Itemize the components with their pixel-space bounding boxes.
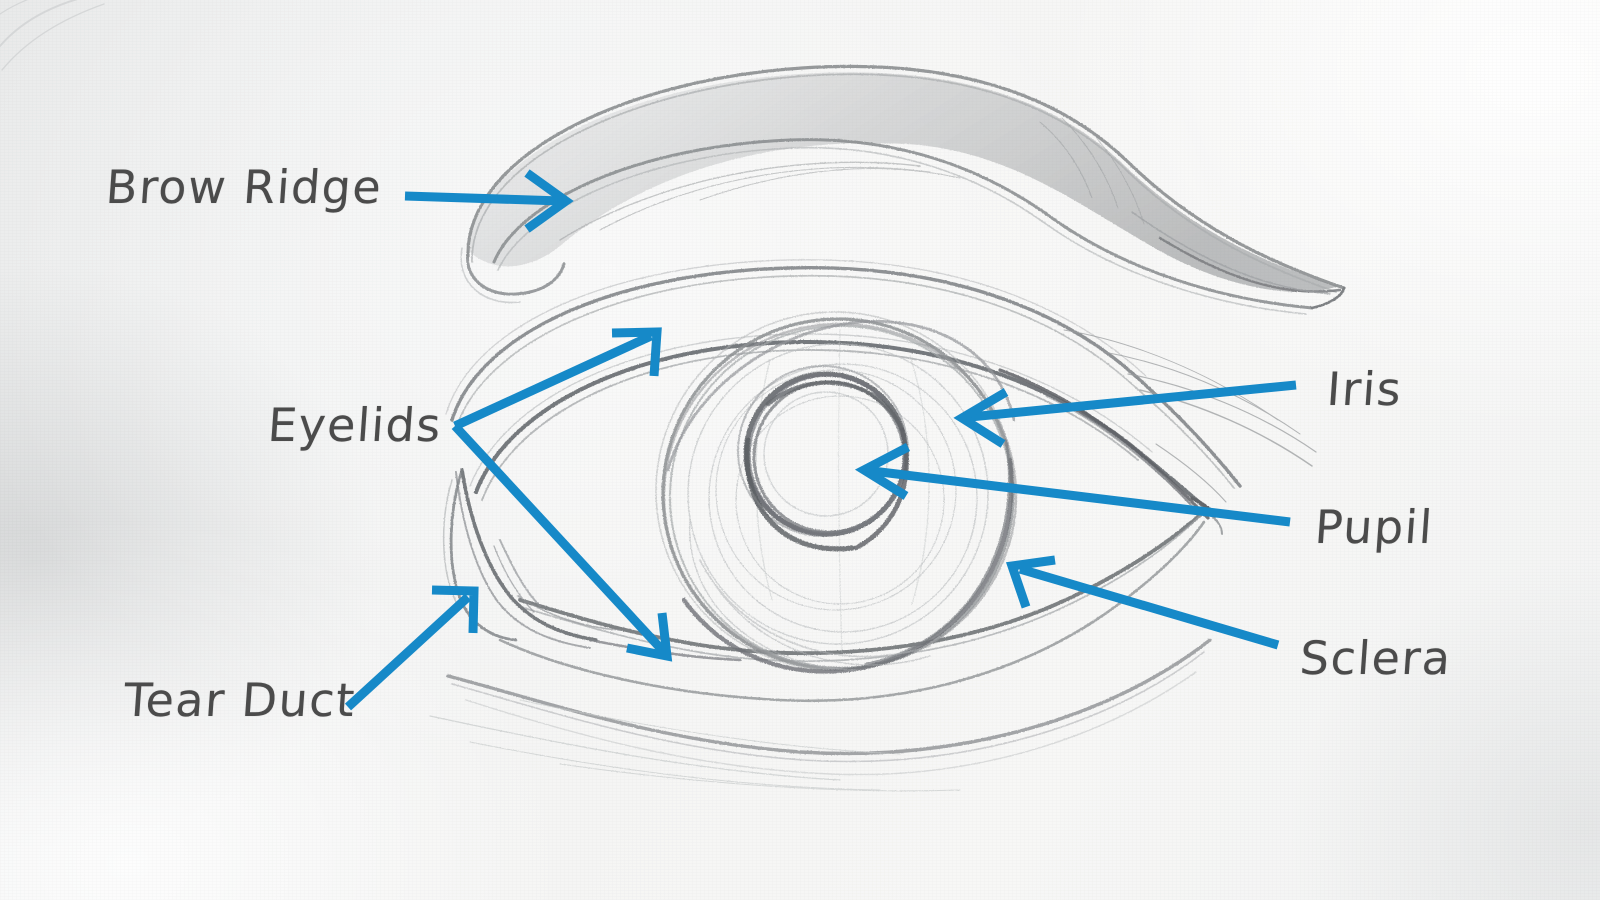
arrow-sclera [1005, 555, 1280, 650]
label-sclera: Sclera [1298, 631, 1454, 685]
stray-pencil-marks-corner [0, 0, 105, 71]
arrow-pupil [854, 443, 1291, 527]
arrow-brow-ridge [404, 169, 574, 233]
eyebrow [460, 64, 1346, 315]
arrow-tear-duct [344, 585, 479, 711]
pupil [737, 365, 909, 552]
label-brow-ridge: Brow Ridge [104, 160, 385, 214]
label-iris: Iris [1325, 362, 1405, 416]
eyelashes [1063, 329, 1317, 503]
lower-eyelid [429, 506, 1212, 792]
arrow-iris [953, 380, 1297, 448]
label-eyelids: Eyelids [266, 398, 444, 452]
arrow-eyelids [451, 327, 673, 662]
iris [655, 311, 1018, 674]
label-pupil: Pupil [1313, 500, 1436, 554]
label-tear-duct: Tear Duct [122, 673, 358, 727]
